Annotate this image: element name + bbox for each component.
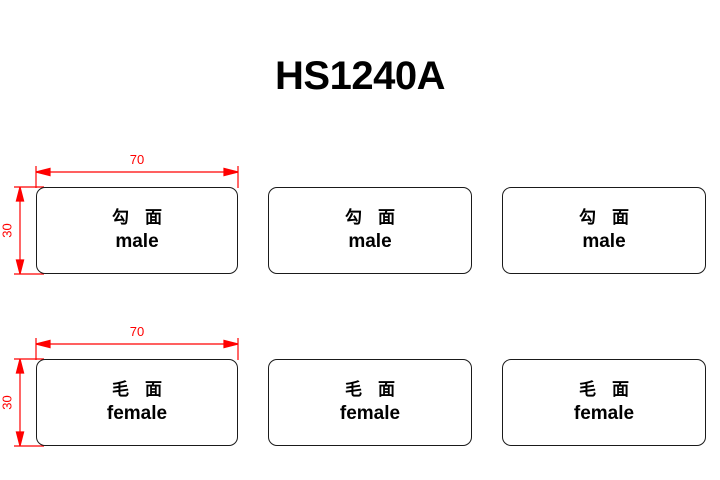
patch-cjk-label: 勾 面 (345, 208, 400, 228)
arrowhead-up-bottom (15, 358, 25, 374)
patch-latin-label: male (115, 231, 159, 252)
patch-cjk-label: 毛 面 (579, 380, 634, 400)
patch-male-2[interactable]: 勾 面 male (268, 187, 472, 274)
patch-latin-label: female (339, 403, 401, 424)
dimension-width-label-female: 70 (129, 324, 145, 339)
patch-male-3[interactable]: 勾 面 male (502, 187, 706, 274)
patch-latin-label: female (106, 403, 168, 424)
patch-female-2[interactable]: 毛 面 female (268, 359, 472, 446)
patch-female-1[interactable]: 毛 面 female (36, 359, 238, 446)
dimension-width-label-male: 70 (129, 152, 145, 167)
arrowhead-left-bottom (35, 339, 51, 349)
patch-male-1[interactable]: 勾 面 male (36, 187, 238, 274)
page-title: HS1240A (275, 54, 445, 98)
dimension-height-label-female: 30 (0, 395, 15, 410)
patch-latin-label: male (582, 231, 626, 252)
patch-latin-label: male (348, 231, 392, 252)
arrowhead-down-top (15, 259, 25, 275)
arrowhead-up-top (15, 186, 25, 202)
arrowhead-right-bottom (223, 339, 239, 349)
patch-female-3[interactable]: 毛 面 female (502, 359, 706, 446)
dimension-height-label-male: 30 (0, 223, 15, 238)
patch-cjk-label: 毛 面 (112, 380, 167, 400)
patch-cjk-label: 勾 面 (579, 208, 634, 228)
arrowhead-right-top (223, 167, 239, 177)
arrowhead-left-top (35, 167, 51, 177)
patch-latin-label: female (573, 403, 635, 424)
arrowhead-down-bottom (15, 431, 25, 447)
patch-cjk-label: 毛 面 (345, 380, 400, 400)
patch-cjk-label: 勾 面 (112, 208, 167, 228)
